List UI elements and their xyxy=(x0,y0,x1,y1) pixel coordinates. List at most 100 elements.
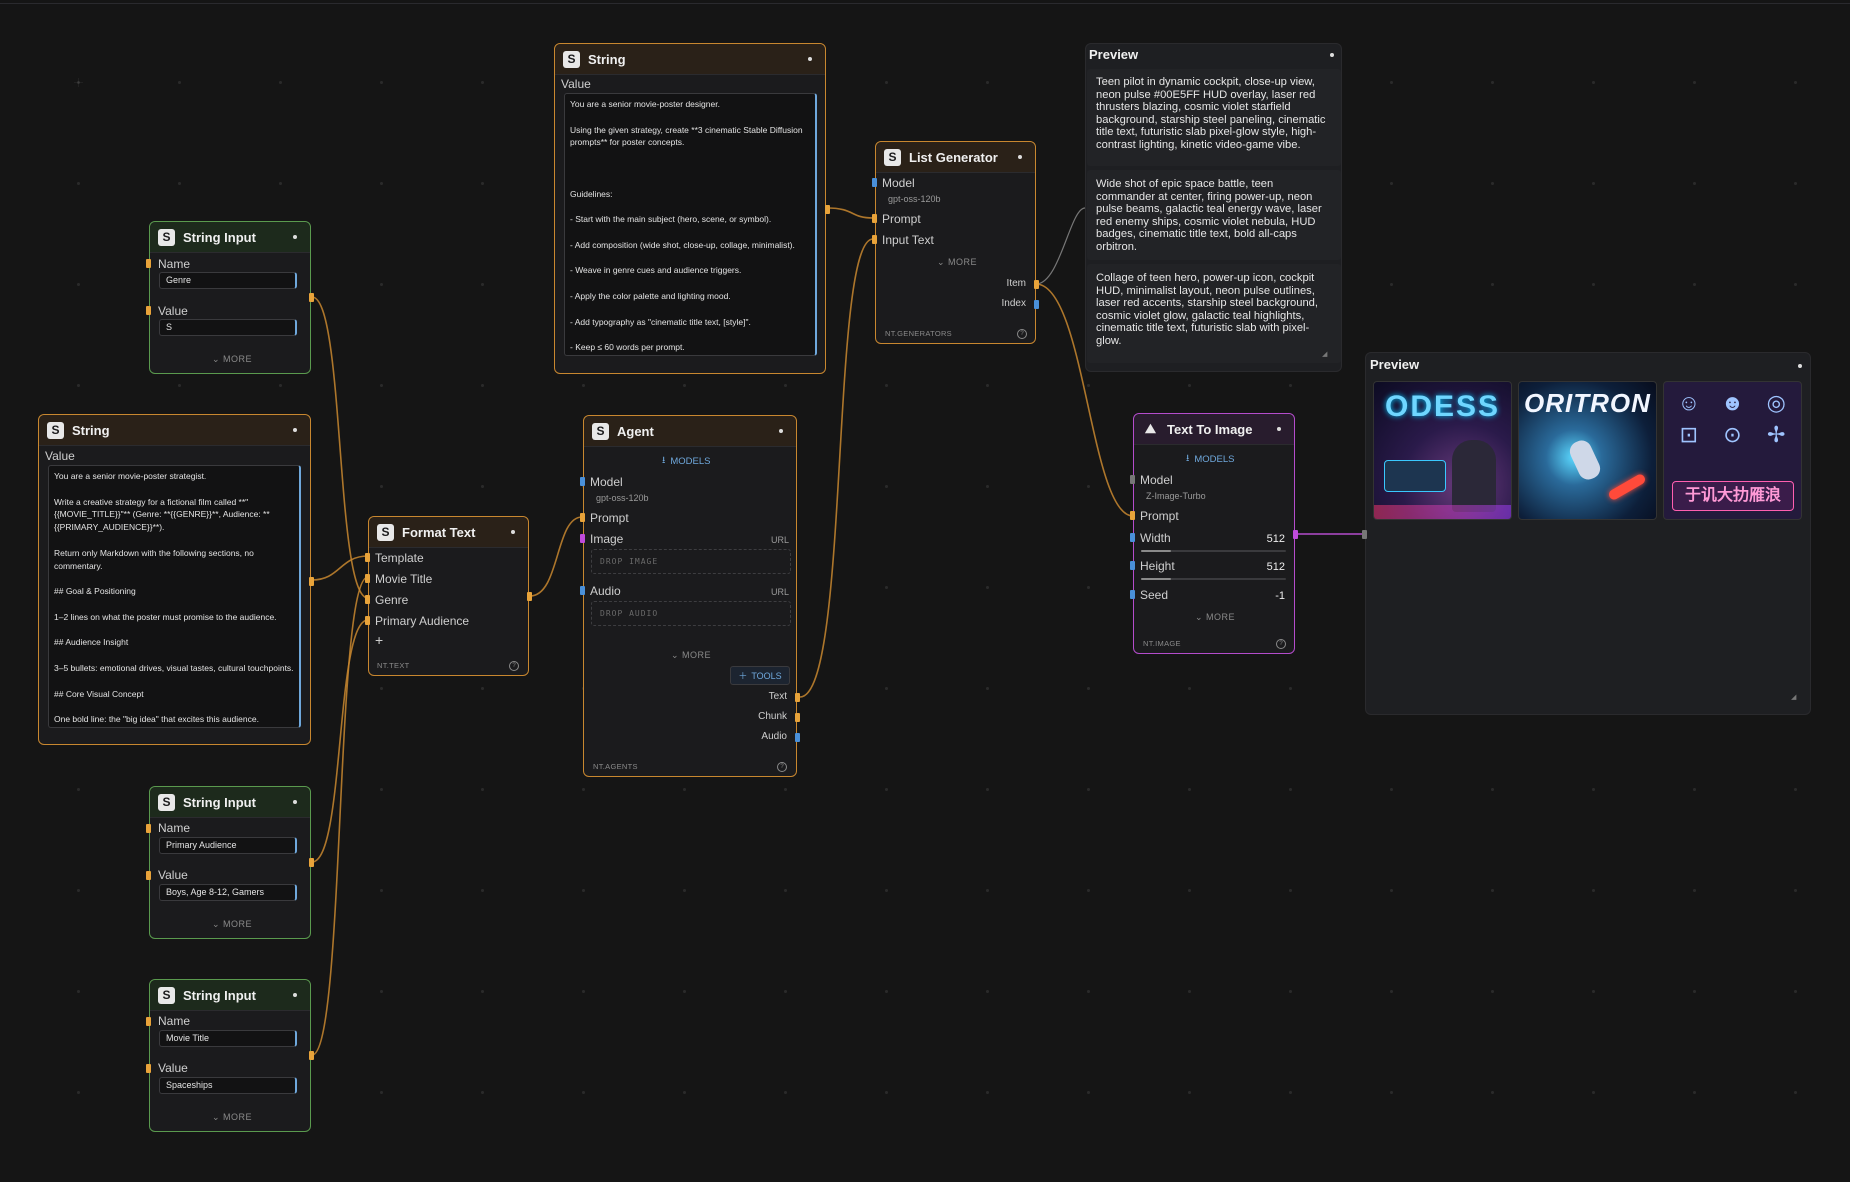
node-header[interactable]: S String Input xyxy=(150,980,310,1011)
model-value[interactable]: gpt-oss-120b xyxy=(888,194,941,204)
help-icon[interactable]: ? xyxy=(1276,639,1286,649)
preview-image-2[interactable]: ORITRON xyxy=(1518,381,1657,520)
input-port-name[interactable] xyxy=(146,259,151,268)
value-textarea[interactable]: You are a senior movie-poster designer. … xyxy=(564,93,817,356)
node-header[interactable]: S Format Text xyxy=(369,517,528,548)
node-menu-button[interactable] xyxy=(1013,150,1027,164)
value-textarea[interactable]: You are a senior movie-poster strategist… xyxy=(48,465,301,728)
node-menu-button[interactable] xyxy=(288,423,302,437)
output-port-text[interactable] xyxy=(795,693,800,702)
name-field[interactable]: Genre xyxy=(159,272,297,289)
models-button[interactable]: ⭳MODELS xyxy=(1186,451,1234,467)
node-menu-button[interactable] xyxy=(1793,359,1807,373)
node-menu-button[interactable] xyxy=(1272,422,1286,436)
width-slider[interactable] xyxy=(1141,550,1286,552)
list-generator-node[interactable]: S List Generator Model gpt-oss-120b Prom… xyxy=(872,141,1039,344)
input-port-movie-title[interactable] xyxy=(365,574,370,583)
input-port-width[interactable] xyxy=(1130,533,1135,542)
node-header[interactable]: S Agent xyxy=(584,416,796,447)
node-menu-button[interactable] xyxy=(288,795,302,809)
node-menu-button[interactable] xyxy=(288,230,302,244)
preview-image-1[interactable]: ODESS xyxy=(1373,381,1512,520)
help-icon[interactable]: ? xyxy=(1017,329,1027,339)
output-port-image[interactable] xyxy=(1293,530,1298,539)
agent-node[interactable]: S Agent ⭳MODELS Model gpt-oss-120b Promp… xyxy=(580,415,800,777)
input-port-value[interactable] xyxy=(146,1064,151,1073)
node-header[interactable]: S String xyxy=(555,44,825,75)
height-slider[interactable] xyxy=(1141,578,1286,580)
drop-audio-zone[interactable]: DROP AUDIO xyxy=(591,601,791,626)
more-button[interactable]: ⌄ MORE xyxy=(671,650,712,660)
help-icon[interactable]: ? xyxy=(777,762,787,772)
input-port-model[interactable] xyxy=(1130,475,1135,484)
output-port-audio[interactable] xyxy=(795,733,800,742)
input-port-value[interactable] xyxy=(146,871,151,880)
input-port-value[interactable] xyxy=(146,306,151,315)
output-port[interactable] xyxy=(825,205,830,214)
model-value[interactable]: gpt-oss-120b xyxy=(596,493,649,503)
value-field[interactable]: Spaceships xyxy=(159,1077,297,1094)
input-port-primary-audience[interactable] xyxy=(365,616,370,625)
output-port-item[interactable] xyxy=(1034,280,1039,289)
input-port-template[interactable] xyxy=(365,553,370,562)
input-port-genre[interactable] xyxy=(365,595,370,604)
input-port-audio[interactable] xyxy=(580,586,585,595)
input-port-prompt[interactable] xyxy=(580,513,585,522)
input-port-image[interactable] xyxy=(580,534,585,543)
output-port[interactable] xyxy=(309,858,314,867)
node-header[interactable]: ⛰ Text To Image xyxy=(1134,414,1294,445)
value-field[interactable]: Boys, Age 8-12, Gamers xyxy=(159,884,297,901)
width-value[interactable]: 512 xyxy=(1266,533,1285,545)
output-port-chunk[interactable] xyxy=(795,713,800,722)
input-port-name[interactable] xyxy=(146,1017,151,1026)
node-header[interactable]: S String Input xyxy=(150,787,310,818)
string-input-genre-node[interactable]: S String Input Name Genre Value S ⌄ MORE xyxy=(146,221,314,374)
resize-handle-icon[interactable]: ◢ xyxy=(1791,694,1797,701)
node-menu-button[interactable] xyxy=(774,424,788,438)
node-header[interactable]: S String Input xyxy=(150,222,310,253)
image-url-toggle[interactable]: URL xyxy=(771,535,790,545)
input-port-model[interactable] xyxy=(872,178,877,187)
preview-text-node[interactable]: Preview Teen pilot in dynamic cockpit, c… xyxy=(1085,43,1342,372)
name-field[interactable]: Primary Audience xyxy=(159,837,297,854)
node-menu-button[interactable] xyxy=(1325,48,1339,62)
preview-item-2[interactable]: Wide shot of epic space battle, teen com… xyxy=(1087,170,1341,260)
input-port-height[interactable] xyxy=(1130,561,1135,570)
node-menu-button[interactable] xyxy=(506,525,520,539)
output-port-index[interactable] xyxy=(1034,300,1039,309)
input-port-image[interactable] xyxy=(1362,530,1367,539)
text-to-image-node[interactable]: ⛰ Text To Image ⭳MODELS Model Z-Image-Tu… xyxy=(1130,413,1298,654)
node-header[interactable]: S String xyxy=(39,415,310,446)
node-menu-button[interactable] xyxy=(803,52,817,66)
preview-item-1[interactable]: Teen pilot in dynamic cockpit, close-up … xyxy=(1087,69,1341,166)
models-button[interactable]: ⭳MODELS xyxy=(662,453,710,469)
input-port-name[interactable] xyxy=(146,824,151,833)
input-port-model[interactable] xyxy=(580,477,585,486)
output-port[interactable] xyxy=(309,1051,314,1060)
help-icon[interactable]: ? xyxy=(509,661,519,671)
node-menu-button[interactable] xyxy=(288,988,302,1002)
more-button[interactable]: ⌄ MORE xyxy=(212,919,253,929)
value-field[interactable]: S xyxy=(159,319,297,336)
more-button[interactable]: ⌄ MORE xyxy=(937,257,978,267)
string-strategist-node[interactable]: S String Value You are a senior movie-po… xyxy=(38,414,314,745)
format-text-node[interactable]: S Format Text Template Movie Title Genre… xyxy=(365,516,532,676)
preview-images-node[interactable]: Preview ODESS ORITRON ☺ ☻ ◎ ⊡ ⊙ ✢ 于讥大扐雁浪… xyxy=(1362,352,1811,715)
input-port-prompt[interactable] xyxy=(1130,511,1135,520)
string-input-audience-node[interactable]: S String Input Name Primary Audience Val… xyxy=(146,786,314,939)
preview-image-3[interactable]: ☺ ☻ ◎ ⊡ ⊙ ✢ 于讥大扐雁浪 xyxy=(1663,381,1802,520)
more-button[interactable]: ⌄ MORE xyxy=(212,354,253,364)
string-input-title-node[interactable]: S String Input Name Movie Title Value Sp… xyxy=(146,979,314,1132)
more-button[interactable]: ⌄ MORE xyxy=(212,1112,253,1122)
more-button[interactable]: ⌄ MORE xyxy=(1195,612,1236,622)
input-port-prompt[interactable] xyxy=(872,214,877,223)
model-value[interactable]: Z-Image-Turbo xyxy=(1146,491,1206,501)
output-port[interactable] xyxy=(309,577,314,586)
tools-button[interactable]: ＋TOOLS xyxy=(730,666,790,685)
node-header[interactable]: S List Generator xyxy=(876,142,1035,173)
input-port-input-text[interactable] xyxy=(872,235,877,244)
drop-image-zone[interactable]: DROP IMAGE xyxy=(591,549,791,574)
height-value[interactable]: 512 xyxy=(1266,561,1285,573)
preview-item-3[interactable]: Collage of teen hero, power-up icon, coc… xyxy=(1087,264,1341,363)
